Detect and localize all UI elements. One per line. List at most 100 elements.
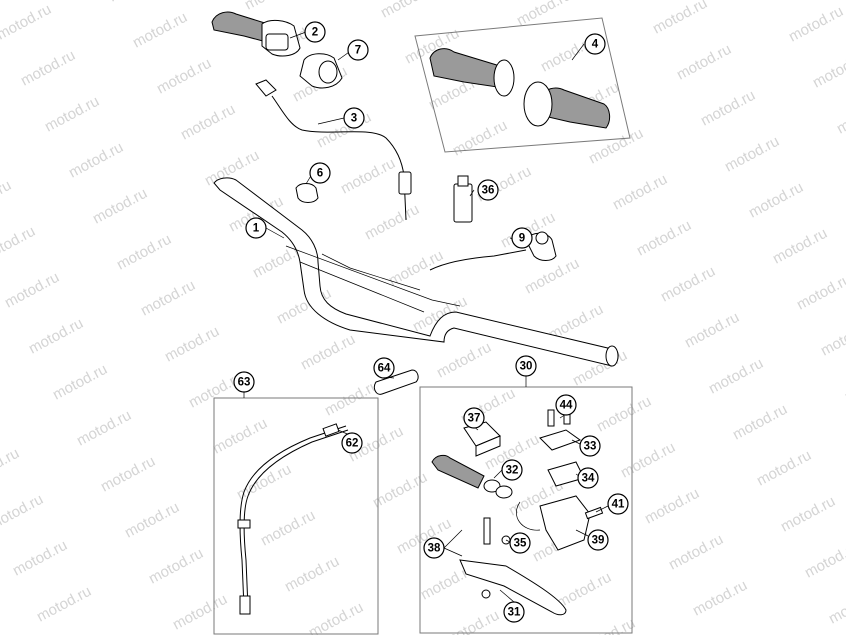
watermark-text: motod.ru <box>0 1 54 44</box>
watermark-text: motod.ru <box>162 323 222 366</box>
callout-number: 30 <box>520 361 533 373</box>
watermark-text: motod.ru <box>690 577 750 620</box>
watermark-text: motod.ru <box>170 591 230 634</box>
throttle-cable <box>255 79 412 221</box>
watermark-text: motod.ru <box>378 0 438 22</box>
watermark-text: motod.ru <box>66 139 126 182</box>
callout-34: 34 <box>577 467 599 489</box>
callout-circle <box>423 537 445 559</box>
watermark-text: motod.ru <box>0 445 22 488</box>
watermark-text: motod.ru <box>618 439 678 482</box>
watermark-text: motod.ru <box>18 47 78 90</box>
callout-number: 37 <box>468 413 481 425</box>
watermark-text: motod.ru <box>114 231 174 274</box>
watermark-text: motod.ru <box>258 507 318 550</box>
callout-number: 35 <box>514 538 527 550</box>
watermark-text: motod.ru <box>210 415 270 458</box>
callout-39: 39 <box>587 529 609 551</box>
callout-circle <box>584 33 606 55</box>
throttle-grip <box>211 11 301 57</box>
watermark-text: motod.ru <box>746 179 806 222</box>
callout-1: 1 <box>245 217 267 239</box>
callout-circle <box>515 355 537 377</box>
callout-circle <box>233 371 255 393</box>
handlebar-clamp-sleeve <box>295 183 319 203</box>
watermark-text: motod.ru <box>594 393 654 436</box>
hot-start-lever <box>429 231 557 271</box>
watermark-text: motod.ru <box>634 217 694 260</box>
watermark-text: motod.ru <box>0 223 38 266</box>
callout-37: 37 <box>463 407 485 429</box>
callout-circle <box>511 227 533 249</box>
watermark-text: motod.ru <box>794 271 846 314</box>
callout-32: 32 <box>501 459 523 481</box>
watermark-text: motod.ru <box>0 491 46 534</box>
callout-number: 4 <box>592 39 599 51</box>
callout-number: 32 <box>506 465 519 477</box>
callout-circle <box>509 532 531 554</box>
watermark-text: motod.ru <box>242 0 302 14</box>
watermark-text: motod.ru <box>130 9 190 52</box>
callout-31: 31 <box>503 601 525 623</box>
watermark-text: motod.ru <box>730 401 790 444</box>
watermark-text: motod.ru <box>146 545 206 588</box>
throttle-housing <box>299 53 343 89</box>
callout-circle <box>343 107 365 129</box>
callout-circle <box>579 435 601 457</box>
callout-number: 38 <box>428 543 441 555</box>
watermark-text: motod.ru <box>842 363 846 406</box>
callout-3: 3 <box>343 107 365 129</box>
callout-9: 9 <box>511 227 533 249</box>
watermark-text: motod.ru <box>778 493 838 536</box>
callout-number: 34 <box>582 473 595 485</box>
callout-36: 36 <box>477 179 499 201</box>
callout-circle <box>503 601 525 623</box>
watermark-text: motod.ru <box>522 255 582 298</box>
callout-circle <box>477 179 499 201</box>
callout-circle <box>373 357 395 379</box>
callout-circle <box>463 407 485 429</box>
watermark-text: motod.ru <box>306 599 366 635</box>
callout-44: 44 <box>555 394 577 416</box>
callout-62: 62 <box>341 432 363 454</box>
callout-30: 30 <box>515 355 537 377</box>
watermark-text: motod.ru <box>298 331 358 374</box>
watermark-text: motod.ru <box>770 225 830 268</box>
callout-2: 2 <box>304 21 326 43</box>
watermark-text: motod.ru <box>722 133 782 176</box>
callout-number: 31 <box>508 607 521 619</box>
callout-circle <box>341 432 363 454</box>
callout-number: 44 <box>560 400 573 412</box>
watermark-text: motod.ru <box>338 155 398 198</box>
watermark-text: motod.ru <box>0 177 14 220</box>
callout-number: 39 <box>592 535 605 547</box>
watermark-text: motod.ru <box>362 201 422 244</box>
grease-tube <box>453 175 473 223</box>
callout-number: 7 <box>355 45 361 57</box>
watermark-text: motod.ru <box>10 537 70 580</box>
handlebar-pad <box>373 369 419 395</box>
watermark-text: motod.ru <box>386 247 446 290</box>
watermark-text: motod.ru <box>50 361 110 404</box>
callout-number: 64 <box>378 363 391 375</box>
callout-circle <box>304 21 326 43</box>
clutch-cable-frame <box>213 397 379 635</box>
callout-circle <box>587 529 609 551</box>
watermark-text: motod.ru <box>698 87 758 130</box>
callout-number: 2 <box>312 27 318 39</box>
watermark-text: motod.ru <box>610 171 670 214</box>
callout-circle <box>347 39 369 61</box>
watermark-text: motod.ru <box>370 469 430 512</box>
watermark-text: motod.ru <box>666 531 726 574</box>
grip-set-frame <box>414 17 631 153</box>
callout-number: 63 <box>238 377 251 389</box>
callout-circle <box>555 394 577 416</box>
callout-number: 3 <box>351 113 357 125</box>
watermark-text: motod.ru <box>586 125 646 168</box>
callout-63: 63 <box>233 371 255 393</box>
watermark-text: motod.ru <box>834 95 846 138</box>
watermark-text: motod.ru <box>122 499 182 542</box>
